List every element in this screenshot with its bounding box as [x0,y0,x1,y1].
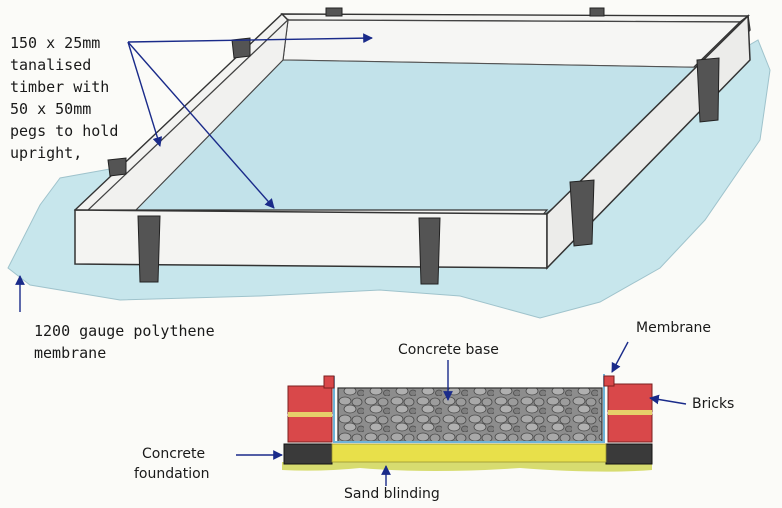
leader-arrow-back-timber [127,33,373,44]
label-timber-line-6: upright, [10,144,83,162]
peg-back-left [325,7,343,17]
label-foundation-line-2: foundation [134,466,210,482]
label-foundation-line-1: Concrete [142,446,206,462]
peg-front-middle [418,217,441,285]
label-bricks: Bricks [692,396,735,412]
bricks-left [287,375,335,443]
peg-front-left [137,215,161,283]
peg-left-front [107,157,127,177]
peg-right-front [569,179,595,247]
label-concrete-foundation: Concrete foundation [134,444,210,484]
label-polythene: 1200 gauge polythene membrane [34,320,215,364]
section-membrane [333,374,605,443]
foundation-right [605,443,653,465]
leader-arrow-bricks [649,394,687,405]
peg-left-back [231,37,251,59]
label-polythene-line-1: 1200 gauge polythene [34,322,215,340]
sand-blinding-layer [331,443,607,463]
leader-arrow-front-timber [127,41,275,209]
bricks-right [603,375,653,443]
foundation-left [283,443,333,465]
label-sand-blinding: Sand blinding [344,486,440,502]
label-polythene-line-2: membrane [34,344,107,362]
peg-right-back [696,57,720,123]
label-timber-line-3: timber with [10,78,110,96]
label-timber-line-1: 150 x 25mm [10,34,101,52]
label-timber-line-2: tanalised [10,56,92,74]
label-timber-line-4: 50 x 50mm [10,100,92,118]
peg-back-right [589,7,605,17]
label-membrane: Membrane [636,320,712,336]
label-timber-line-5: pegs to hold [10,122,119,140]
section-ground [282,462,652,472]
label-timber-spec: 150 x 25mm tanalised timber with 50 x 50… [10,32,118,164]
leader-arrow-membrane [611,341,629,373]
leader-arrow-left-timber [127,41,163,147]
concrete-base-slab [337,387,603,443]
label-concrete-base: Concrete base [398,342,499,358]
